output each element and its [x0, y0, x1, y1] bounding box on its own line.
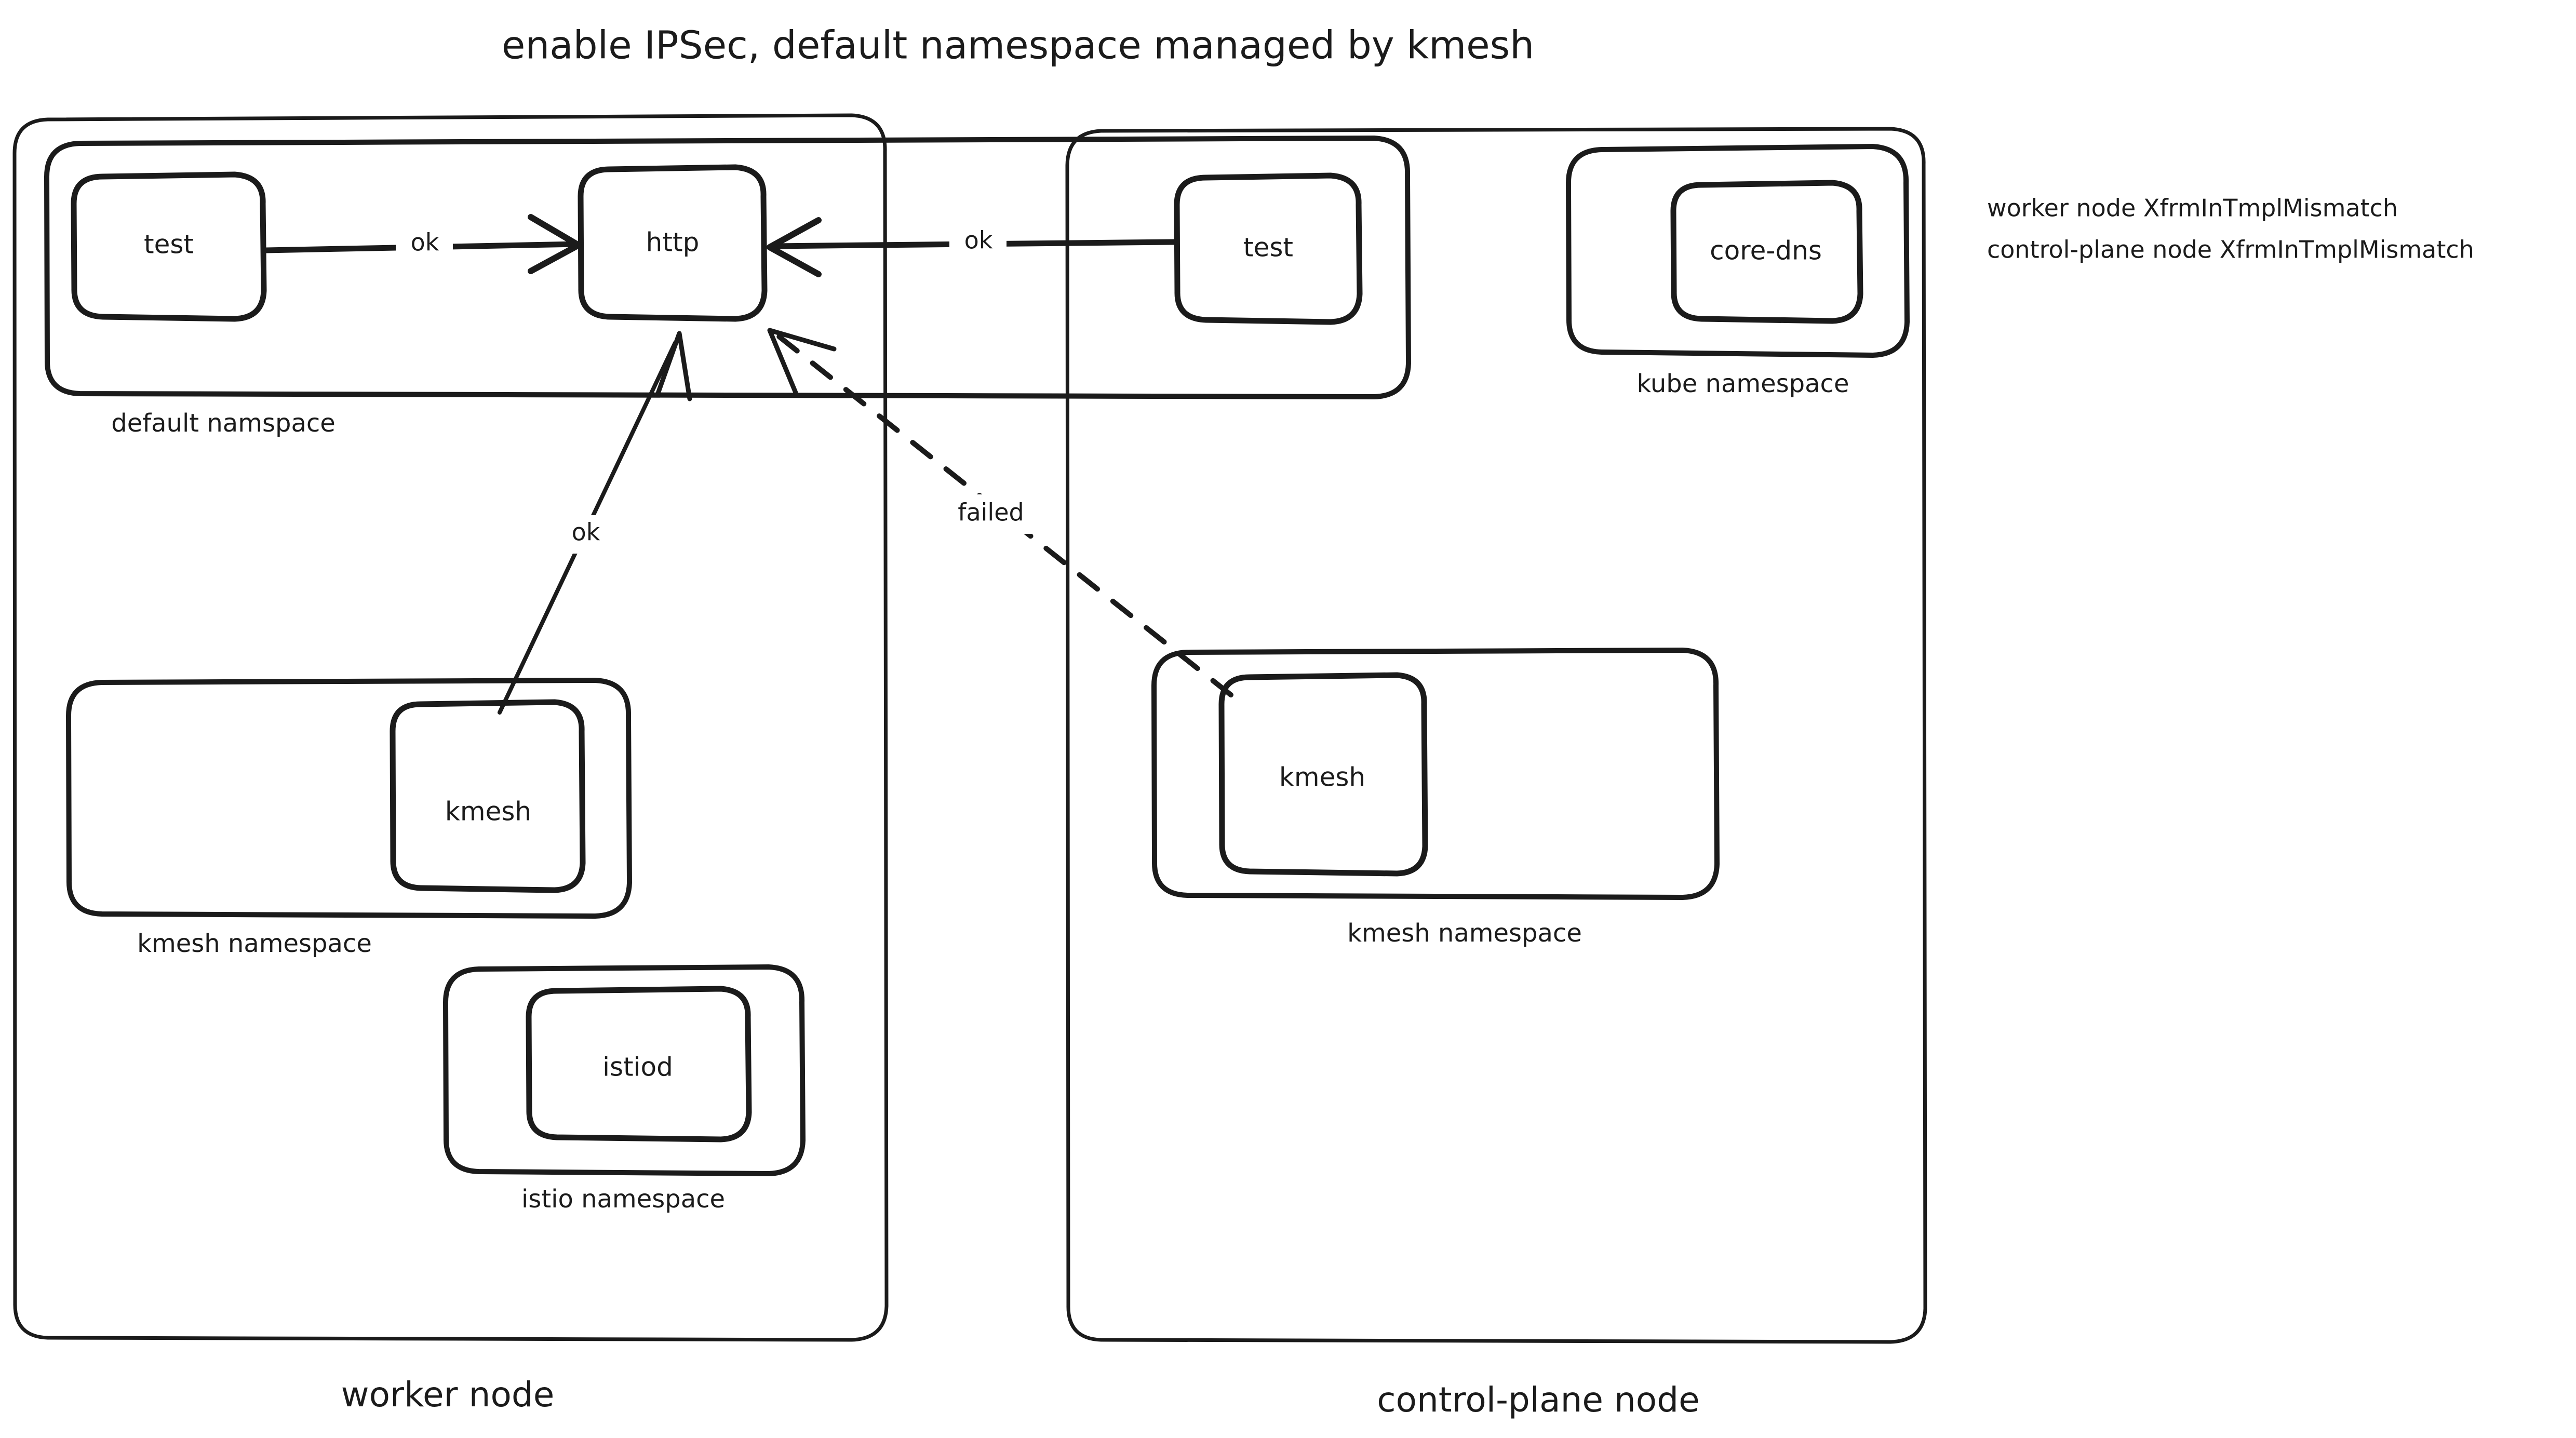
edge-label-ok-2: ok: [964, 226, 993, 254]
default-namespace-container: [44, 136, 1411, 399]
edge-label-ok-3: ok: [572, 518, 600, 546]
kmesh-control-namespace-container: [1151, 648, 1720, 900]
pod-kmesh-control[interactable]: [1218, 672, 1428, 877]
pod-istiod[interactable]: [526, 986, 752, 1143]
edge-label-failed: failed: [958, 499, 1024, 527]
pod-http-label: http: [646, 227, 700, 258]
page-title: enable IPSec, default namespace managed …: [502, 23, 1534, 68]
istio-namespace-container: [443, 964, 806, 1176]
kmesh-worker-namespace-container: [66, 678, 632, 919]
kmesh-control-namespace-label: kmesh namespace: [1347, 919, 1582, 948]
default-namespace-label: default namspace: [111, 409, 336, 438]
istio-namespace-label: istio namespace: [521, 1185, 725, 1214]
edge-kmesh-control-to-http: failed: [767, 328, 1233, 697]
pod-kmesh-control-label: kmesh: [1279, 762, 1365, 792]
pod-kmesh-worker[interactable]: [390, 699, 586, 893]
pod-test-worker-label: test: [144, 230, 194, 260]
pod-core-dns[interactable]: [1670, 180, 1863, 324]
pod-test-worker[interactable]: [71, 171, 267, 322]
pod-test-control-label: test: [1243, 233, 1293, 263]
pod-test-control[interactable]: [1174, 172, 1363, 325]
pod-istiod-label: istiod: [602, 1052, 673, 1082]
edge-label-ok-1: ok: [411, 229, 439, 257]
worker-node-label: worker node: [341, 1375, 555, 1415]
kube-namespace-label: kube namespace: [1637, 369, 1849, 398]
worker-node-container: [12, 113, 889, 1342]
edge-test-worker-to-http: ok: [263, 214, 582, 274]
pod-http[interactable]: [578, 164, 768, 322]
note-worker-xfrm: worker node XfrmInTmplMismatch: [1987, 194, 2398, 222]
edge-test-control-to-http: ok: [767, 217, 1177, 277]
edge-kmesh-worker-to-http: ok: [498, 331, 692, 715]
pod-kmesh-worker-label: kmesh: [445, 797, 531, 827]
pod-core-dns-label: core-dns: [1710, 236, 1822, 266]
note-control-plane-xfrm: control-plane node XfrmInTmplMismatch: [1987, 236, 2474, 264]
kmesh-worker-namespace-label: kmesh namespace: [137, 929, 372, 958]
control-plane-node-container: [1065, 127, 1927, 1344]
kube-namespace-container: [1566, 144, 1910, 358]
control-plane-node-label: control-plane node: [1377, 1380, 1699, 1420]
